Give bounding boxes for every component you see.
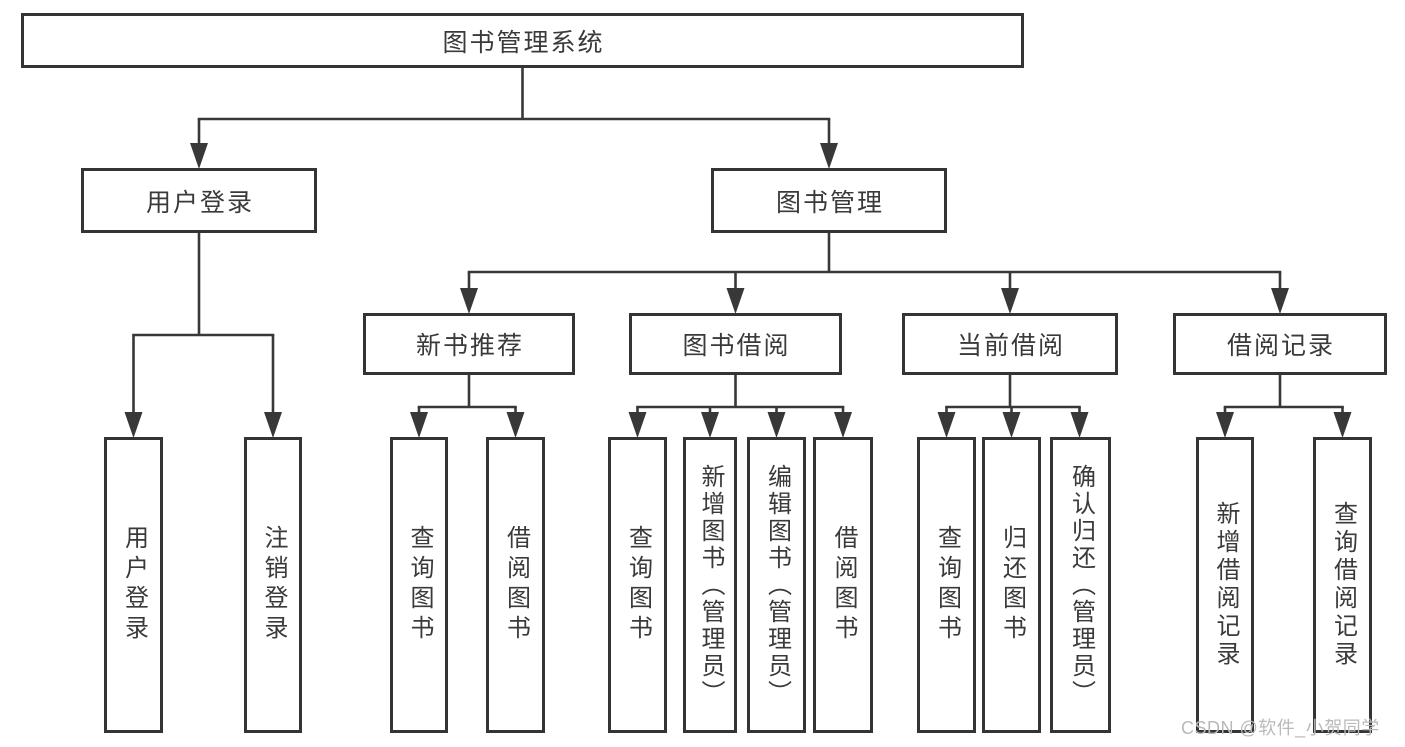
- node-root: 图书管理系统: [21, 13, 1024, 68]
- watermark-csdn: CSDN @软件_小贺同学: [1181, 718, 1380, 738]
- node-current-borrow: 当前借阅: [902, 313, 1118, 375]
- node-leaf-add-book-label: 新增图书（管理员）: [697, 463, 724, 707]
- node-leaf-logout-label: 注销登录: [260, 525, 287, 645]
- node-leaf-edit-book: 编辑图书（管理员）: [747, 437, 806, 733]
- connector-borrow-record-split: [1223, 375, 1344, 431]
- node-book-borrow: 图书借阅: [629, 313, 842, 375]
- node-current-borrow-label: 当前借阅: [956, 332, 1065, 360]
- node-root-label: 图书管理系统: [442, 28, 605, 57]
- node-leaf-query-record-label: 查询借阅记录: [1329, 501, 1357, 669]
- node-book-borrow-label: 图书借阅: [682, 332, 791, 360]
- node-leaf-query-book-1-label: 查询图书: [406, 525, 433, 645]
- node-leaf-query-record: 查询借阅记录: [1313, 437, 1372, 733]
- node-leaf-query-book-3: 查询图书: [917, 437, 976, 733]
- node-leaf-logout: 注销登录: [244, 437, 302, 733]
- connector-user-login-split: [132, 233, 275, 431]
- node-leaf-edit-book-label: 编辑图书（管理员）: [763, 463, 791, 707]
- node-leaf-confirm-return-label: 确认归还（管理员）: [1067, 463, 1095, 707]
- node-book-mgmt-label: 图书管理: [775, 188, 884, 217]
- node-leaf-return-book-label: 归还图书: [998, 525, 1026, 645]
- node-new-book-rec: 新书推荐: [363, 313, 575, 375]
- node-borrow-record: 借阅记录: [1173, 313, 1387, 375]
- node-leaf-borrow-book-2: 借阅图书: [813, 437, 873, 733]
- node-leaf-query-book-2: 查询图书: [608, 437, 667, 733]
- node-leaf-add-book: 新增图书（管理员）: [683, 437, 737, 733]
- node-leaf-borrow-book-1: 借阅图书: [486, 437, 545, 733]
- node-leaf-query-book-1: 查询图书: [390, 437, 448, 733]
- node-leaf-add-record: 新增借阅记录: [1196, 437, 1254, 733]
- node-borrow-record-label: 借阅记录: [1226, 332, 1335, 360]
- node-leaf-borrow-book-2-label: 借阅图书: [830, 525, 857, 645]
- node-leaf-query-book-3-label: 查询图书: [933, 525, 961, 645]
- node-book-mgmt: 图书管理: [711, 168, 947, 233]
- connector-book-borrow-split: [636, 375, 845, 431]
- node-user-login: 用户登录: [81, 168, 317, 233]
- node-new-book-rec-label: 新书推荐: [415, 332, 524, 360]
- arrowheads-level2: [190, 143, 838, 169]
- node-leaf-return-book: 归还图书: [982, 437, 1041, 733]
- node-leaf-query-book-2-label: 查询图书: [624, 525, 652, 645]
- arrowheads-leaf-level: [410, 412, 1352, 438]
- connector-book-mgmt-split: [467, 233, 1282, 307]
- node-leaf-borrow-book-1-label: 借阅图书: [502, 525, 530, 645]
- node-leaf-add-record-label: 新增借阅记录: [1212, 501, 1239, 669]
- node-leaf-user-login: 用户登录: [104, 437, 163, 733]
- connector-new-book-rec-split: [417, 375, 517, 431]
- node-user-login-label: 用户登录: [145, 188, 254, 217]
- node-leaf-confirm-return: 确认归还（管理员）: [1050, 437, 1111, 733]
- node-leaf-user-login-label: 用户登录: [120, 525, 148, 645]
- arrowheads-user-login: [124, 412, 282, 438]
- arrowheads-level3: [460, 288, 1289, 314]
- connector-root-split: [197, 68, 831, 162]
